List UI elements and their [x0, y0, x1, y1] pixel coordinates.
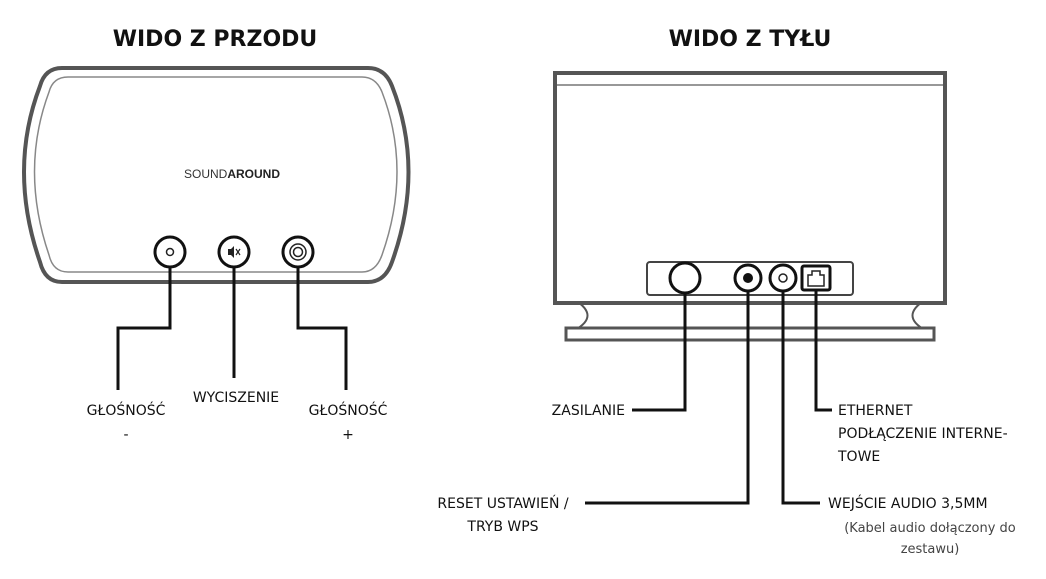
speaker-rear-body: [553, 71, 947, 342]
label-volume-down-sign: -: [123, 427, 128, 443]
label-ethernet-line1: ETHERNET: [838, 403, 913, 419]
label-reset-line1: RESET USTAWIEŃ /: [437, 494, 568, 512]
volume-down-button[interactable]: [153, 235, 187, 269]
label-reset-line2: TRYB WPS: [466, 519, 538, 535]
rear-view-title: WIDO Z TYŁU: [669, 27, 832, 52]
leader-line-volume-down: [116, 267, 172, 390]
label-volume-up-sign: +: [342, 427, 354, 443]
front-view-title: WIDO Z PRZODU: [113, 27, 318, 52]
label-volume-down: GŁOŚNOŚĆ: [87, 401, 166, 419]
speaker-muted-icon: [228, 246, 241, 258]
leader-line-reset: [585, 291, 750, 505]
label-ethernet-line3: TOWE: [837, 449, 880, 465]
concentric-circle-icon: [289, 243, 307, 261]
label-volume-up: GŁOŚNOŚĆ: [309, 401, 388, 419]
ethernet-port[interactable]: [800, 264, 832, 292]
speaker-front-body: [22, 66, 411, 284]
volume-up-button[interactable]: [281, 235, 315, 269]
mute-button[interactable]: [217, 235, 251, 269]
reset-button[interactable]: [733, 263, 763, 293]
leader-line-audio: [781, 291, 820, 505]
label-audio-note-line1: (Kabel audio dołączony do: [844, 521, 1016, 536]
audio-jack-icon: [778, 273, 788, 283]
leader-line-volume-up: [296, 267, 348, 390]
label-mute: WYCISZENIE: [193, 390, 279, 406]
ethernet-port-icon: [807, 270, 825, 287]
label-audio-in: WEJŚCIE AUDIO 3,5MM: [828, 494, 988, 512]
brand-logo: SOUNDAROUND: [184, 167, 280, 181]
power-socket[interactable]: [668, 261, 702, 295]
label-audio-note-line2: zestawu): [901, 542, 960, 557]
label-power: ZASILANIE: [552, 403, 625, 419]
power-socket-icon: [668, 261, 702, 295]
small-circle-icon: [165, 247, 175, 257]
label-ethernet-line2: PODŁĄCZENIE INTERNE-: [838, 426, 1008, 442]
leader-line-power: [632, 293, 687, 412]
reset-dot-icon: [743, 273, 753, 283]
audio-jack-port[interactable]: [768, 263, 798, 293]
leader-line-ethernet: [814, 290, 832, 412]
